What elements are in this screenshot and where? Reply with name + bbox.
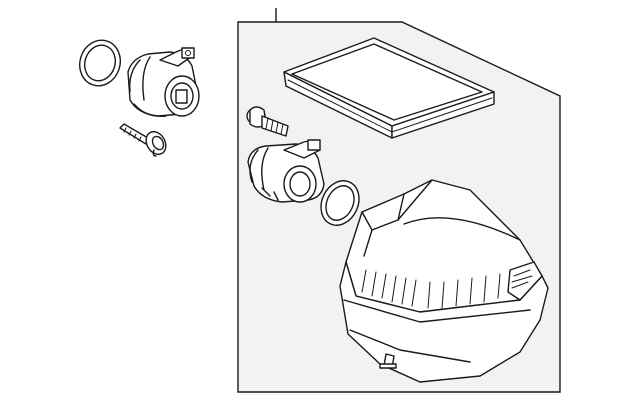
o-ring-gasket-icon xyxy=(320,180,360,226)
sensor-icon xyxy=(247,139,325,203)
housing-icon xyxy=(339,179,549,383)
sensor-icon xyxy=(127,47,200,117)
filter-icon xyxy=(283,37,495,139)
o-ring-gasket-icon xyxy=(78,39,122,87)
bolt-icon xyxy=(246,106,289,137)
screw-icon xyxy=(119,123,167,157)
